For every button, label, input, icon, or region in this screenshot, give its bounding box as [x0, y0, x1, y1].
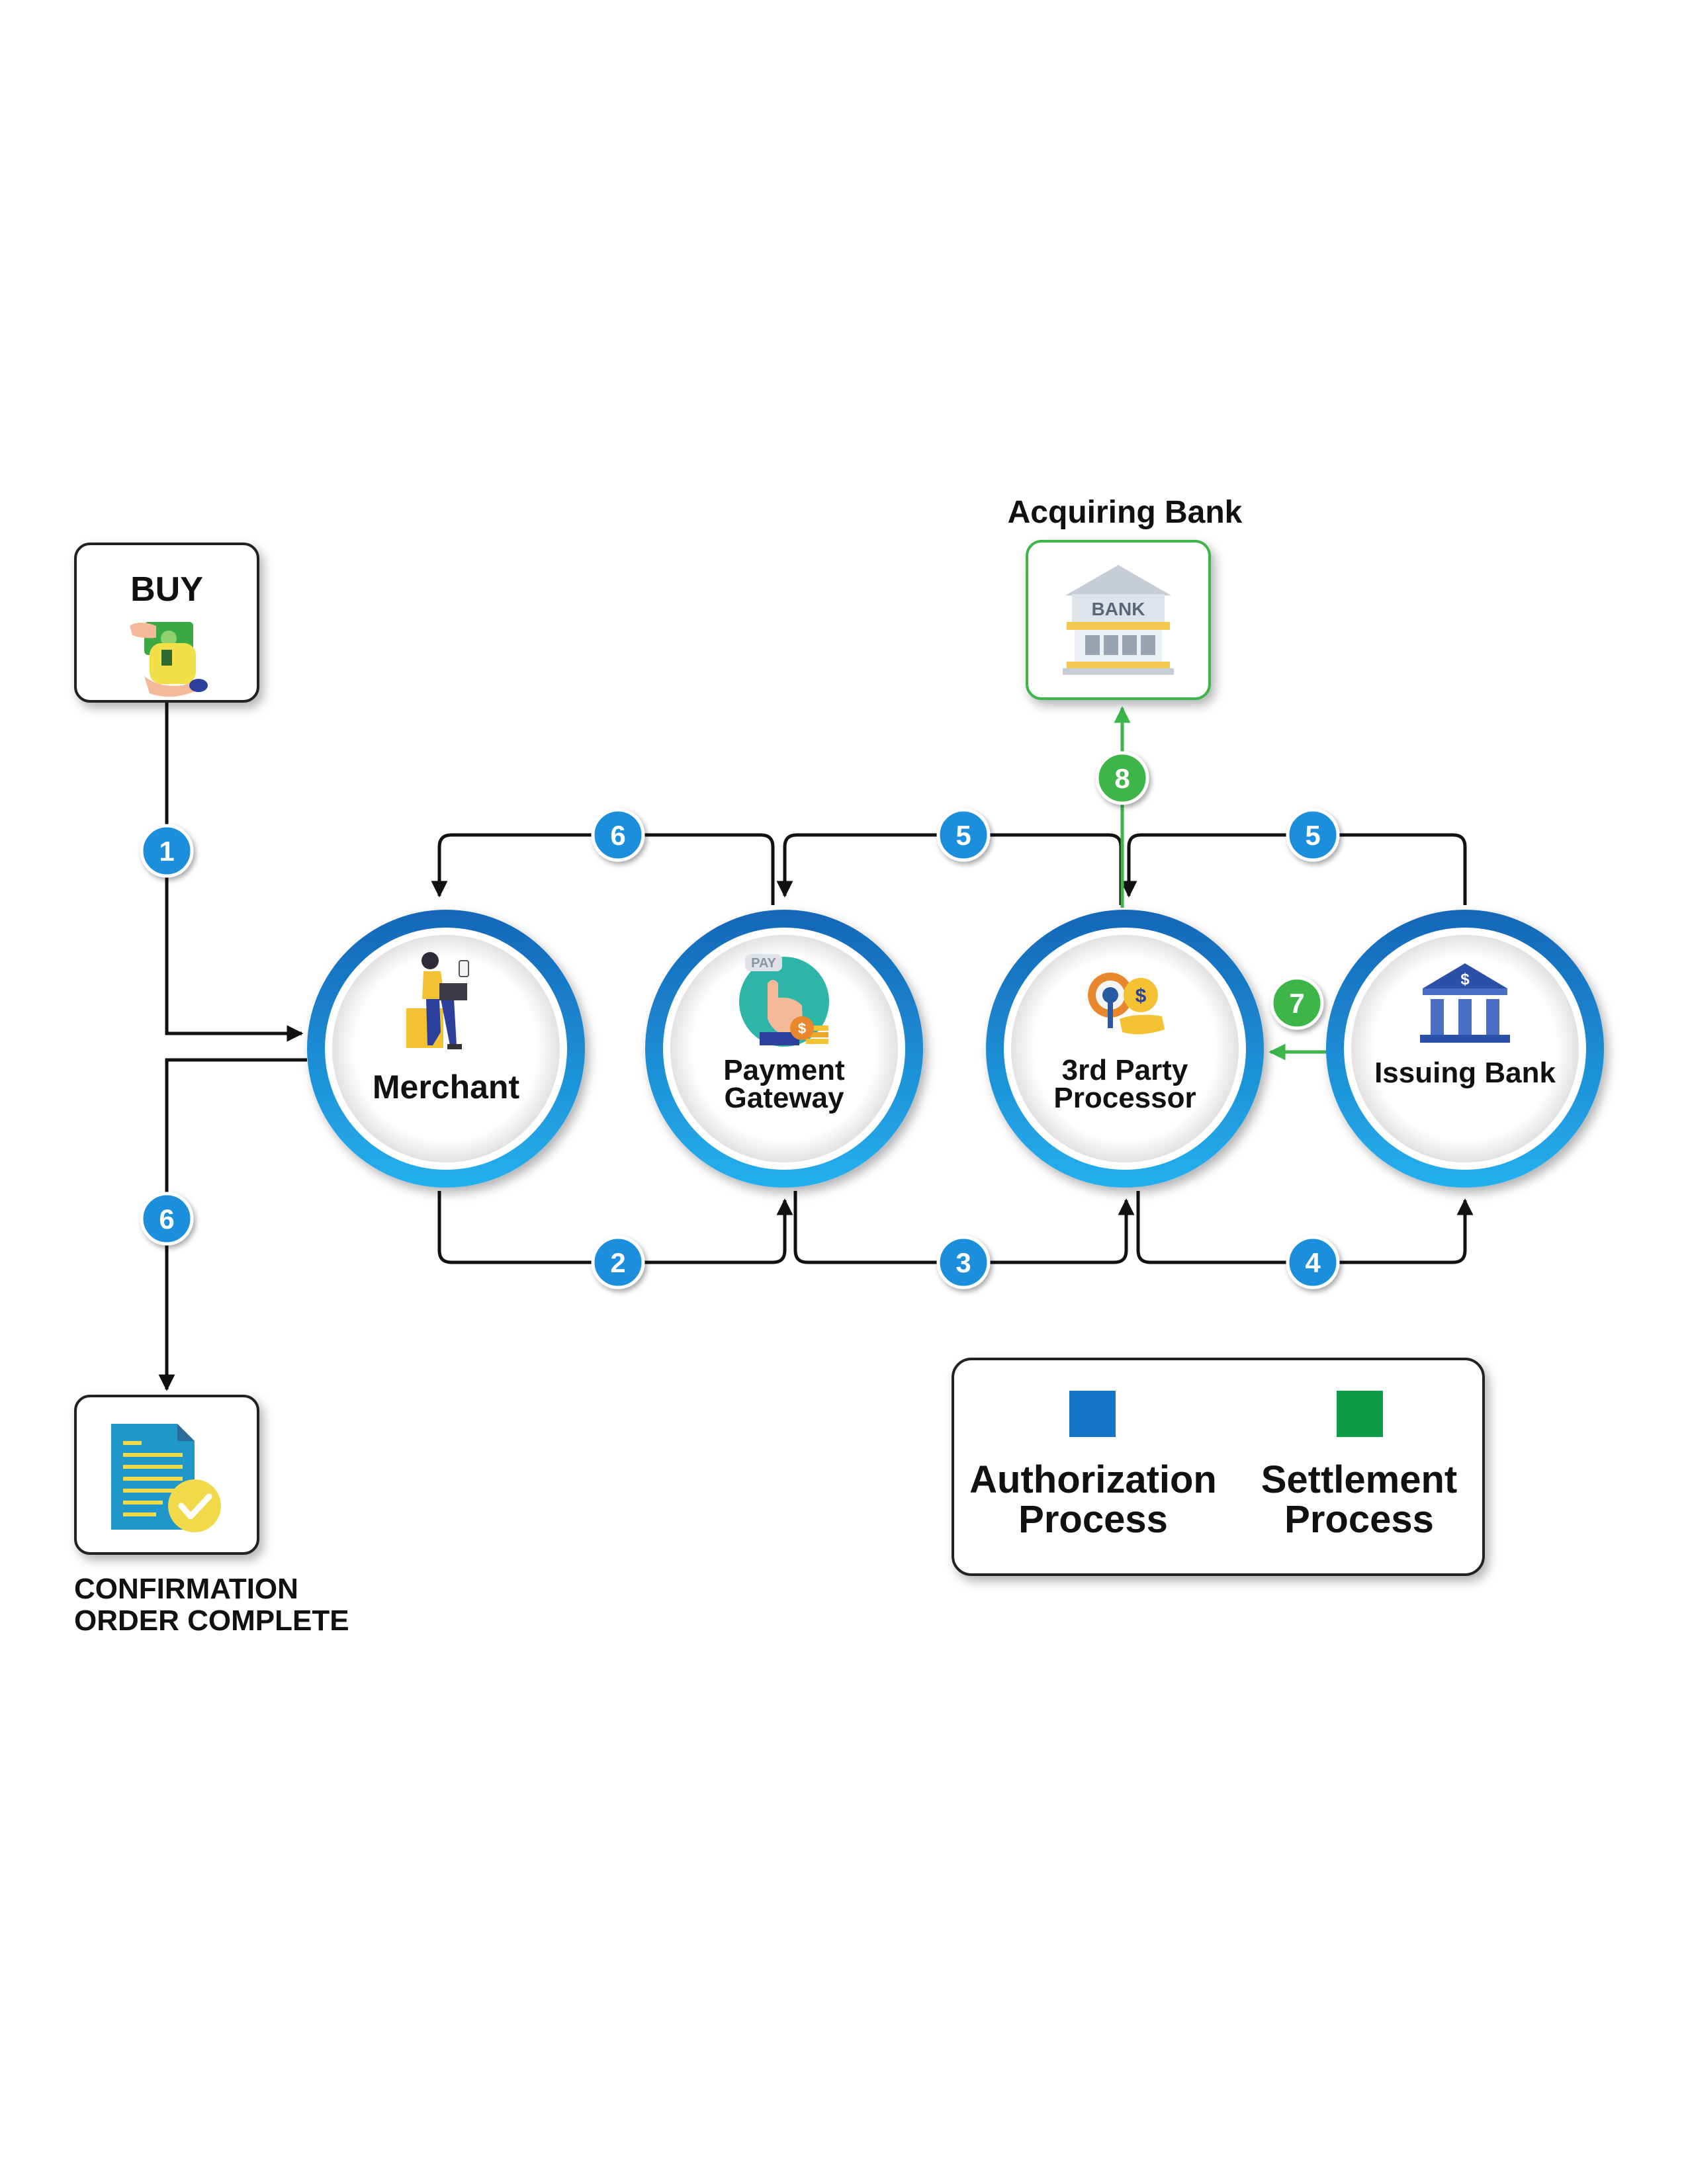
payment-gateway-label-line1: Payment [723, 1054, 845, 1086]
legend-settlement-line2: Process [1284, 1498, 1434, 1541]
step-badge-6-confirmation-text: 6 [159, 1203, 174, 1235]
merchant-person-laptop-icon [406, 952, 469, 1049]
step-badge-8-text: 8 [1114, 763, 1130, 794]
step-badge-1: 1 [140, 824, 194, 878]
legend-authorization-line2: Process [1018, 1498, 1168, 1541]
document-check-icon [111, 1424, 221, 1532]
issuing-bank-columns-icon: $ [1420, 963, 1510, 1043]
step-badge-1-text: 1 [159, 836, 174, 867]
step-badge-4: 4 [1286, 1235, 1340, 1289]
merchant-label: Merchant [373, 1069, 520, 1106]
step-badge-5-gateway-text: 5 [955, 820, 971, 851]
step-badge-7-text: 7 [1289, 988, 1304, 1019]
step-badge-2-text: 2 [610, 1247, 625, 1278]
arrow-buy-to-merchant [165, 701, 304, 1042]
bank-sign-text: BANK [1092, 599, 1145, 619]
legend-settlement-line1: Settlement [1261, 1458, 1458, 1501]
step-badge-5-gateway: 5 [936, 808, 991, 862]
arrow-merchant-to-confirmation [158, 1058, 307, 1391]
legend-authorization-line1: Authorization [969, 1458, 1217, 1501]
step-badge-8: 8 [1095, 751, 1149, 805]
step-badge-4-text: 4 [1305, 1247, 1321, 1278]
legend: Authorization Process Settlement Process [952, 1358, 1485, 1576]
step-badge-6-confirmation: 6 [140, 1192, 194, 1246]
confirmation-label-line1: CONFIRMATION [74, 1573, 298, 1605]
payment-gateway-pay-icon: PAY $ [739, 954, 829, 1047]
processor-node [986, 910, 1264, 1188]
svg-text:$: $ [1135, 985, 1147, 1007]
payment-gateway-label-line2: Gateway [725, 1082, 845, 1114]
pay-button-text: PAY [751, 956, 776, 971]
step-badge-6-top-text: 6 [610, 820, 625, 851]
step-badge-7: 7 [1270, 976, 1324, 1030]
svg-text:$: $ [798, 1020, 806, 1037]
payment-gateway-node [645, 910, 923, 1188]
processor-label-line2: Processor [1053, 1082, 1196, 1114]
confirmation-box [74, 1395, 259, 1555]
merchant-node [307, 910, 585, 1188]
processor-label-line1: 3rd Party [1062, 1054, 1188, 1086]
legend-settlement-swatch [1337, 1391, 1383, 1437]
buy-label: BUY [130, 570, 203, 609]
step-badge-6-top: 6 [591, 808, 645, 862]
legend-authorization-swatch [1069, 1391, 1116, 1437]
svg-text:$: $ [1460, 971, 1470, 988]
acquiring-bank-label: Acquiring Bank [1008, 495, 1243, 530]
step-badge-3: 3 [936, 1235, 991, 1289]
buy-box: BUY [74, 543, 259, 703]
step-badge-2: 2 [591, 1235, 645, 1289]
acquiring-bank-box: BANK [1026, 540, 1211, 700]
step-badge-5-processor-text: 5 [1305, 820, 1320, 851]
issuing-bank-label: Issuing Bank [1374, 1057, 1556, 1089]
step-badge-5-processor: 5 [1286, 808, 1340, 862]
issuing-bank-node [1326, 910, 1604, 1188]
processor-gear-coin-icon: $ [1088, 973, 1165, 1035]
buy-hand-money-icon [130, 622, 208, 697]
bank-building-icon: BANK [1063, 565, 1174, 675]
step-badge-3-text: 3 [955, 1247, 971, 1278]
confirmation-label-line2: ORDER COMPLETE [74, 1604, 349, 1637]
